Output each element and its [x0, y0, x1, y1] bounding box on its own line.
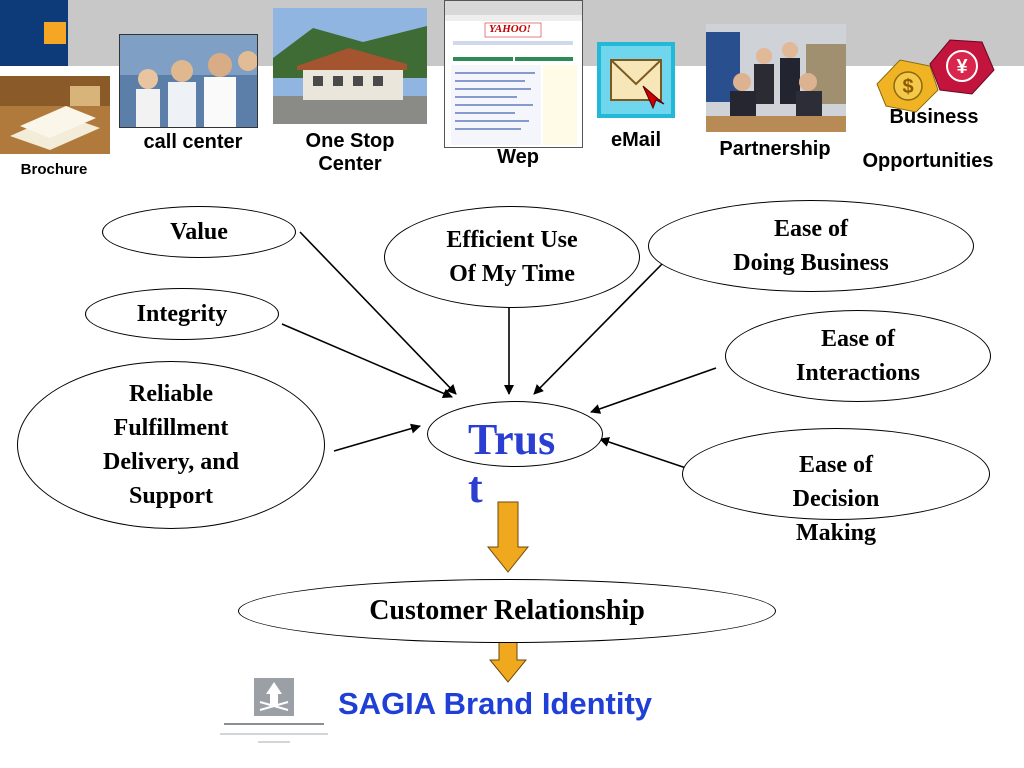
- call-center-caption: call center: [143, 131, 243, 153]
- business-caption: Business: [889, 106, 979, 128]
- opportunities-caption: Opportunities: [862, 150, 994, 172]
- factor-value: Value: [102, 206, 296, 258]
- email-caption: eMail: [610, 129, 662, 151]
- factor-ease-business-label: Ease of Doing Business: [733, 216, 889, 276]
- brochure-image: [0, 76, 110, 154]
- factor-efficient-use: Efficient Use Of My Time: [384, 206, 640, 308]
- partnership-caption: Partnership: [719, 138, 831, 160]
- brochure-caption: Brochure: [20, 161, 88, 178]
- brand-identity-title: SAGIA Brand Identity: [338, 686, 653, 721]
- partnership-image: [706, 24, 846, 132]
- factor-reliable-label: Reliable Fulfillment Delivery, and Suppo…: [103, 381, 239, 509]
- factor-reliable-fulfillment: Reliable Fulfillment Delivery, and Suppo…: [17, 361, 325, 529]
- trust-label: Trust: [468, 415, 556, 512]
- customer-relationship-oval: Customer Relationship: [238, 579, 776, 643]
- sagia-logo-icon: [218, 676, 330, 748]
- one-stop-center-image: [273, 8, 427, 124]
- arrow-ease-interactions-to-trust: [590, 367, 717, 414]
- factor-ease-interactions: Ease of Interactions: [725, 310, 991, 402]
- arrow-value-to-trust: [299, 231, 457, 395]
- one-stop-center-caption: One Stop Center: [305, 130, 395, 175]
- arrow-ease-business-to-trust: [533, 261, 665, 395]
- envelope-icon: [597, 42, 675, 118]
- factor-integrity-label: Integrity: [136, 301, 228, 327]
- factor-ease-interactions-label: Ease of Interactions: [796, 326, 920, 386]
- arrow-ease-decision-to-trust: [599, 437, 687, 469]
- arrow-integrity-to-trust: [281, 323, 453, 399]
- factor-value-label: Value: [170, 219, 228, 245]
- web-portal-image: YAHOO!: [444, 0, 583, 148]
- yahoo-logo-text: YAHOO!: [489, 23, 531, 35]
- customer-relationship-label: Customer Relationship: [369, 595, 645, 626]
- web-caption: Wep: [497, 146, 539, 168]
- corner-orange-square: [44, 22, 66, 44]
- factor-integrity: Integrity: [85, 288, 279, 340]
- factor-ease-decision: Ease of Decision Making: [682, 428, 990, 546]
- factor-ease-doing-business: Ease of Doing Business: [648, 200, 974, 292]
- factor-efficient-label: Efficient Use Of My Time: [446, 227, 578, 287]
- trust-oval: [427, 401, 603, 467]
- call-center-image: [119, 34, 258, 128]
- factor-ease-decision-label: Ease of Decision Making: [792, 452, 880, 546]
- arrow-reliable-to-trust: [333, 423, 421, 452]
